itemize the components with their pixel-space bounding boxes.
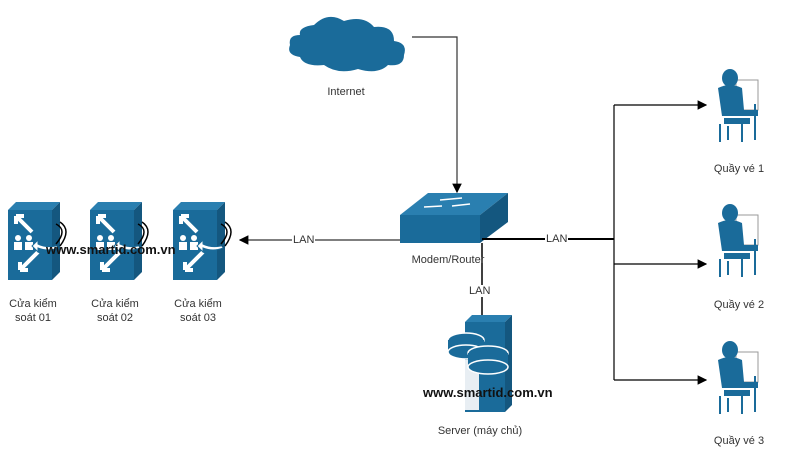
watermark-1: www.smartid.com.vn <box>46 242 176 257</box>
counter-3-icon <box>717 340 759 415</box>
router-label: Modem/Router <box>411 254 485 266</box>
gate-01-icon <box>6 200 68 282</box>
router-icon <box>400 193 508 243</box>
gate-02-icon <box>88 200 150 282</box>
internet-label: Internet <box>327 86 365 98</box>
watermark-2: www.smartid.com.vn <box>423 385 553 400</box>
gate-03-icon <box>171 200 233 282</box>
lan-label-server: LAN <box>468 285 492 297</box>
counter-2-icon <box>717 203 759 278</box>
counter-3-label: Quầy vé 3 <box>713 435 765 447</box>
lan-label-counters: LAN <box>545 233 569 245</box>
server-icon <box>447 315 512 412</box>
lan-label-gates: LAN <box>292 234 316 246</box>
counter-2-label: Quầy vé 2 <box>713 299 765 311</box>
counter-1-icon <box>717 68 759 143</box>
internet-cloud-icon <box>289 16 405 72</box>
edge-internet-router <box>412 36 462 194</box>
server-label: Server (máy chủ) <box>437 425 523 437</box>
counter-1-label: Quầy vé 1 <box>713 163 765 175</box>
